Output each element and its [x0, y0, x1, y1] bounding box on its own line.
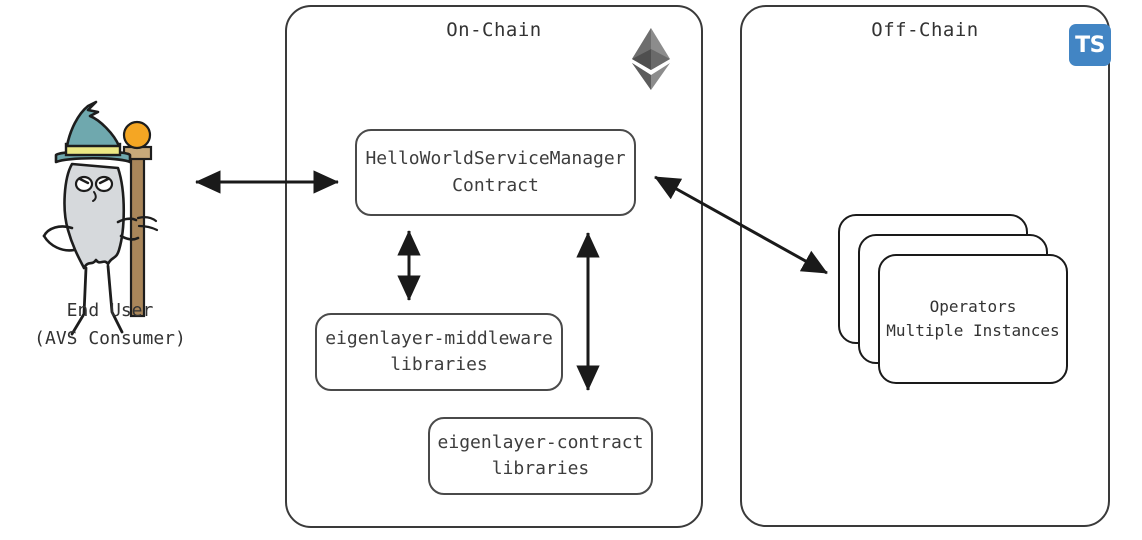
node-helloworld-service-manager[interactable]: HelloWorldServiceManager Contract — [355, 129, 636, 216]
panel-off-chain-title: Off-Chain — [871, 19, 979, 41]
panel-on-chain-title: On-Chain — [446, 19, 542, 41]
typescript-icon: TS — [1069, 24, 1111, 66]
operators-stack[interactable]: Operators Multiple Instances — [878, 254, 1068, 384]
end-user-label: End User (AVS Consumer) — [34, 300, 186, 349]
node-eigenlayer-middleware-libraries[interactable]: eigenlayer-middleware libraries — [315, 313, 563, 391]
node-eigenlayer-contract-libraries[interactable]: eigenlayer-contract libraries — [428, 417, 653, 495]
